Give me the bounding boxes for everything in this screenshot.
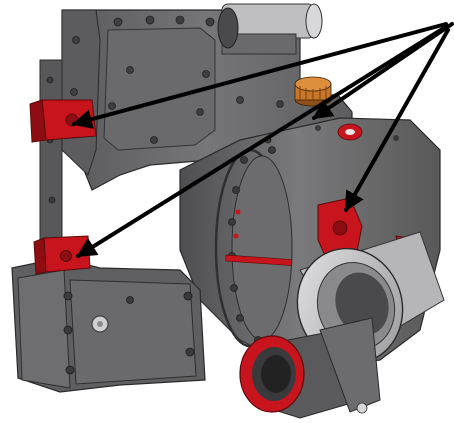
top-shaft — [217, 3, 323, 55]
lower-housing — [11, 257, 206, 393]
arrow-upper-left-bracket — [72, 22, 448, 129]
bottom-elbow — [239, 317, 381, 419]
housing-bolts — [70, 15, 284, 144]
arrow-right-bracket — [344, 28, 450, 212]
filler-cap — [294, 76, 332, 107]
arrow-lower-left-bracket — [76, 26, 446, 258]
outlet-pipe — [296, 231, 445, 365]
arrow-top-boss — [312, 22, 454, 120]
lower-bolts — [63, 291, 195, 375]
drum-red-strip — [225, 254, 293, 266]
callout-arrows — [72, 22, 454, 258]
